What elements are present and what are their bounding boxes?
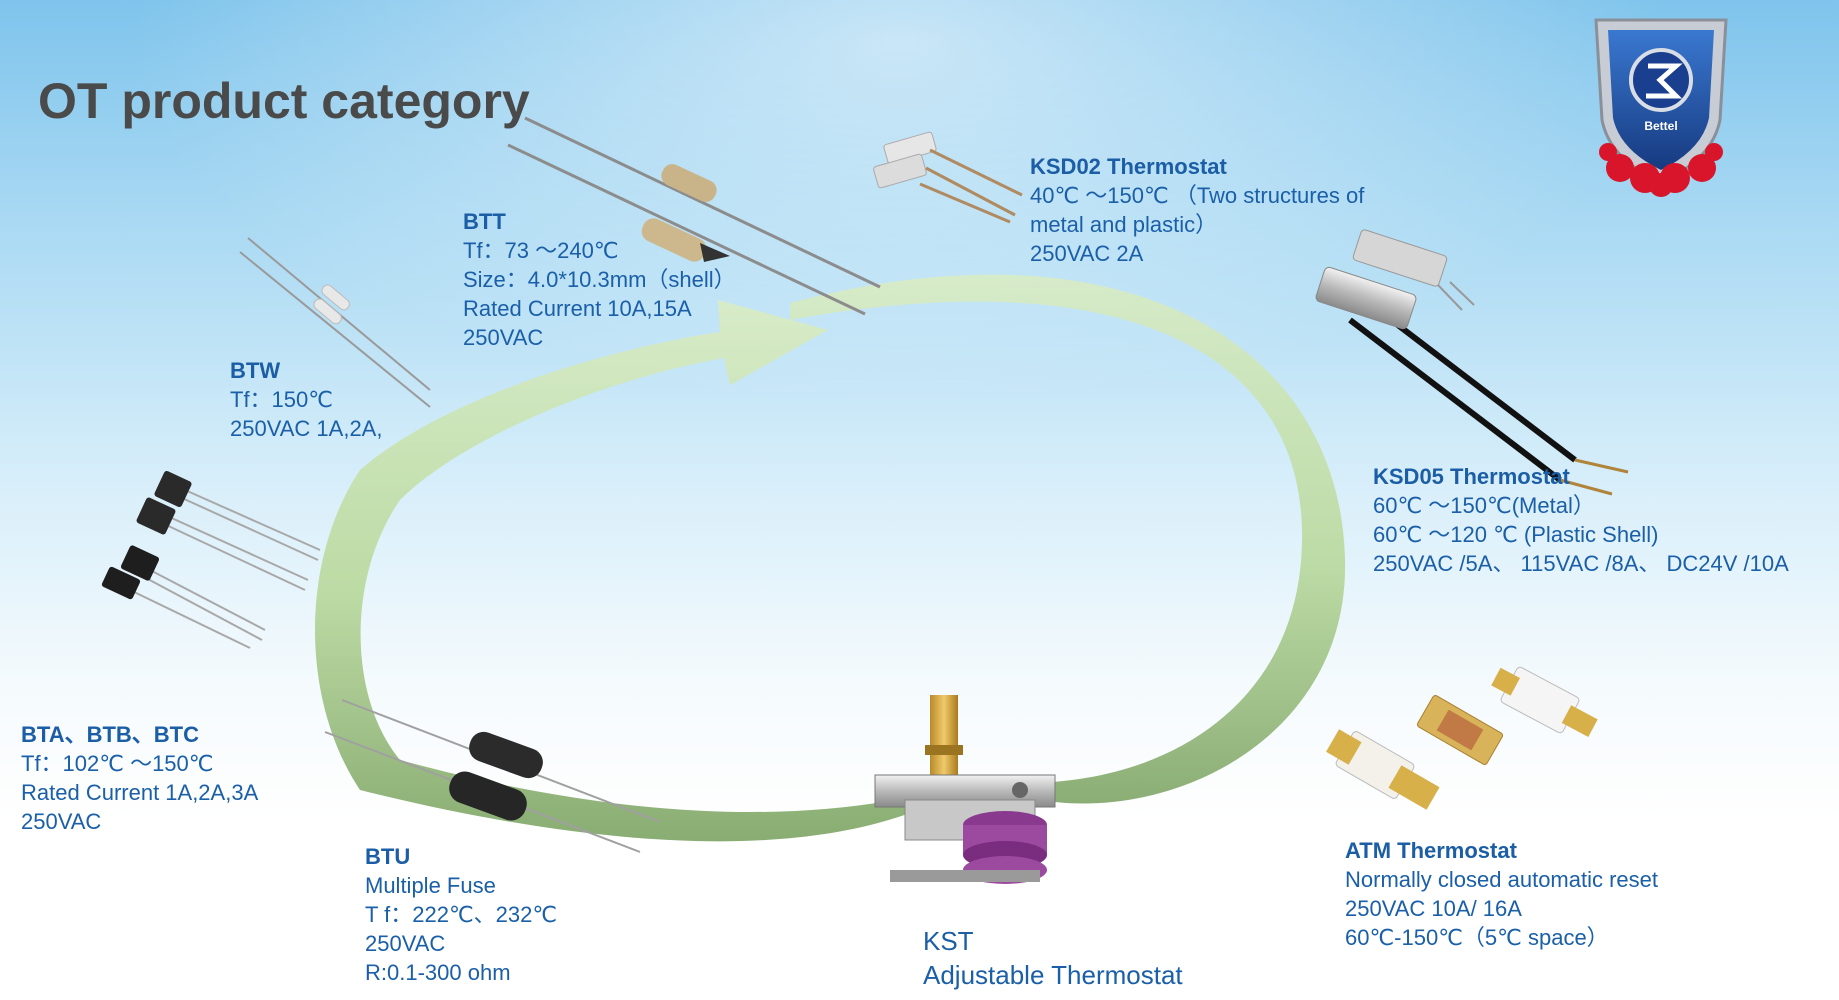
atm-heading: ATM Thermostat: [1345, 838, 1517, 863]
btu-info: BTU Multiple Fuse T f：222℃、232℃ 250VAC R…: [365, 842, 557, 987]
ksd05-line: 60℃ ～150℃(Metal）: [1373, 493, 1595, 518]
btu-line: 250VAC: [365, 931, 446, 956]
bta-info: BTA、BTB、BTC Tf：102℃ ～150℃ Rated Current …: [21, 720, 258, 836]
ksd05-info: KSD05 Thermostat 60℃ ～150℃(Metal） 60℃ ～1…: [1373, 462, 1789, 578]
btt-line: Tf：73 ～240℃: [463, 238, 619, 263]
atm-line: 250VAC 10A/ 16A: [1345, 896, 1522, 921]
logo-text: Bettel: [1644, 119, 1677, 133]
btt-product-image: [507, 116, 881, 316]
btt-line: 250VAC: [463, 325, 544, 350]
ksd05-heading: KSD05 Thermostat: [1373, 464, 1570, 489]
kst-line: Adjustable Thermostat: [923, 960, 1183, 990]
btw-line: 250VAC 1A,2A,: [230, 416, 383, 441]
atm-line: 60℃-150℃（5℃ space）: [1345, 925, 1609, 950]
kst-product-image: [874, 695, 1056, 884]
btt-heading: BTT: [463, 209, 506, 234]
btu-line: T f：222℃、232℃: [365, 902, 558, 927]
bta-line: 250VAC: [21, 809, 102, 834]
bta-heading: BTA、BTB、BTC: [21, 722, 200, 747]
btw-info: BTW Tf：150℃ 250VAC 1A,2A,: [230, 356, 382, 443]
bta-line: Rated Current 1A,2A,3A: [21, 780, 259, 805]
atm-line: Normally closed automatic reset: [1345, 867, 1659, 892]
ksd05-product-image: [1315, 229, 1629, 496]
btu-line: R:0.1-300 ohm: [365, 960, 511, 985]
ksd02-line: 250VAC 2A: [1030, 241, 1144, 266]
btt-line: Rated Current 10A,15A: [463, 296, 692, 321]
btw-product-image: [239, 237, 431, 408]
btu-product-image: [324, 699, 661, 853]
bta-line: Tf：102℃ ～150℃: [21, 751, 214, 776]
ksd02-heading: KSD02 Thermostat: [1030, 154, 1227, 179]
ksd05-line: 250VAC /5A、 115VAC /8A、 DC24V /10A: [1373, 551, 1789, 576]
atm-product-image: [1326, 666, 1598, 810]
ksd05-line: 60℃ ～120 ℃ (Plastic Shell): [1373, 522, 1659, 547]
btu-line: Multiple Fuse: [365, 873, 496, 898]
kst-heading: KST: [923, 926, 974, 956]
btu-heading: BTU: [365, 844, 411, 869]
ksd02-line: metal and plastic）: [1030, 212, 1218, 237]
ksd02-product-image: [873, 131, 1023, 224]
bta-btb-btc-product-image: [101, 470, 321, 649]
btt-line: Size：4.0*10.3mm（shell）: [463, 267, 736, 292]
btw-line: Tf：150℃: [230, 387, 333, 412]
page-title: OT product category: [38, 73, 530, 129]
kst-info: KST Adjustable Thermostat: [923, 924, 1183, 992]
ksd02-line: 40℃ ～150℃ （Two structures of: [1030, 183, 1365, 208]
ksd02-info: KSD02 Thermostat 40℃ ～150℃ （Two structur…: [1030, 152, 1364, 268]
logo: Bettel: [1594, 18, 1728, 197]
cycle-arrow: [315, 274, 1346, 842]
btw-heading: BTW: [230, 358, 281, 383]
btt-info: BTT Tf：73 ～240℃ Size：4.0*10.3mm（shell） R…: [463, 207, 736, 352]
atm-info: ATM Thermostat Normally closed automatic…: [1345, 836, 1658, 952]
